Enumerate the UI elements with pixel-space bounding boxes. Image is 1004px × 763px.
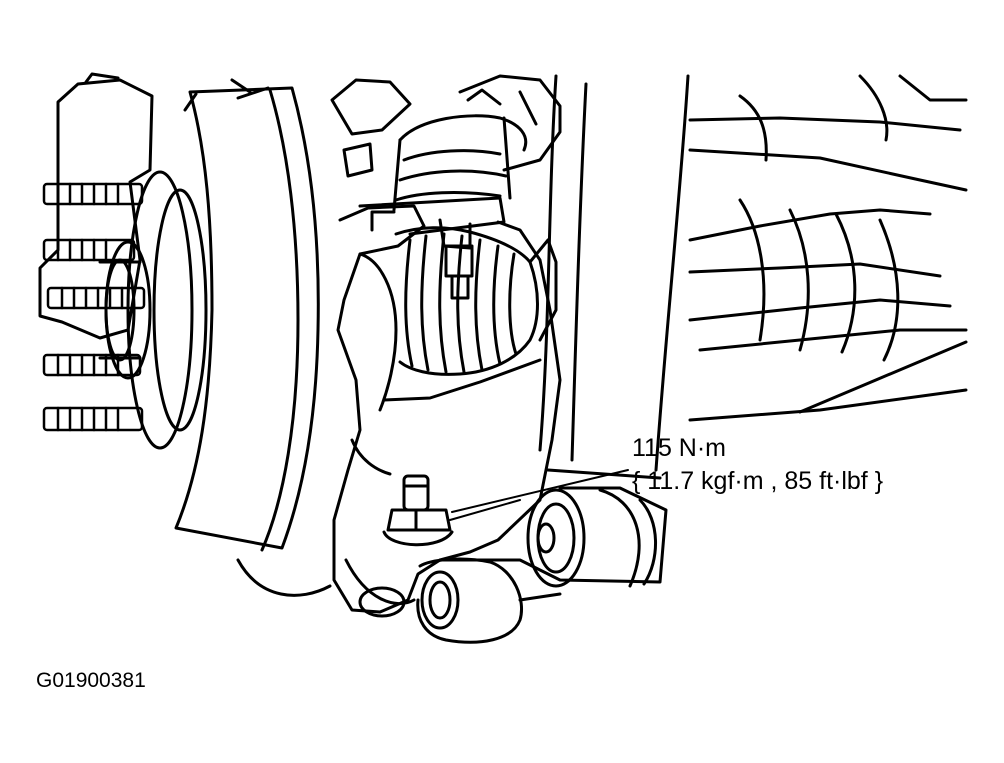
torque-spec-alternate: { 11.7 kgf·m , 85 ft·lbf } [632, 467, 884, 495]
upper-ball-joint [358, 74, 562, 300]
hub-housing [38, 72, 154, 340]
drive-shaft-boot [394, 226, 558, 376]
torque-spec-metric: 115 N·m [632, 434, 727, 462]
figure-id-label: G01900381 [36, 669, 146, 692]
strut-housing [538, 74, 690, 480]
lower-control-arm [416, 486, 668, 644]
wheel-studs [42, 182, 146, 432]
steering-knuckle [330, 78, 562, 618]
control-arms [688, 74, 968, 422]
pinch-bolt-and-nut[interactable] [382, 474, 454, 547]
callout-leader-lines [449, 469, 629, 521]
brake-disc [174, 78, 332, 597]
hub-flange [98, 170, 208, 450]
